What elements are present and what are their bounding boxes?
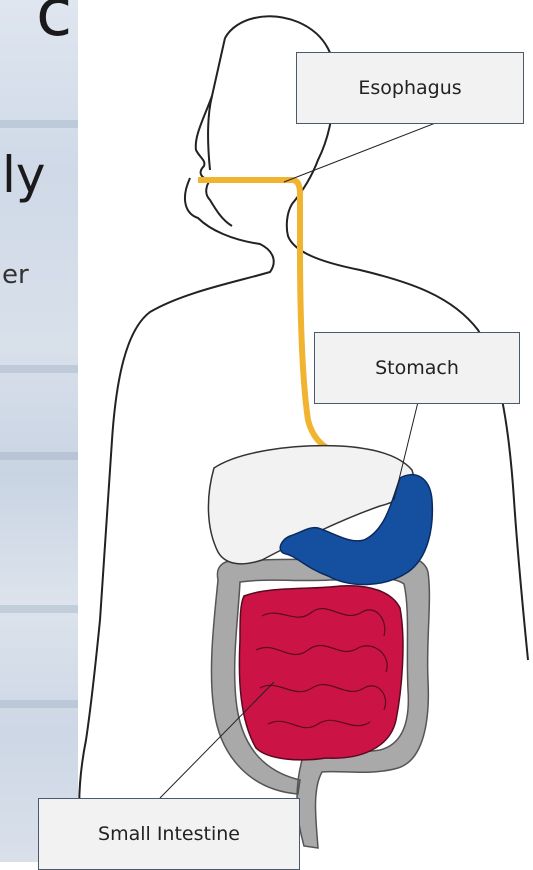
- esophagus-leader-line: [284, 122, 438, 182]
- stomach-label: Stomach: [314, 332, 520, 404]
- face-profile: [196, 96, 232, 226]
- small-intestine-organ: [239, 586, 403, 760]
- esophagus-organ: [198, 180, 330, 450]
- esophagus-label: Esophagus: [296, 52, 524, 124]
- small-intestine-label: Small Intestine: [38, 798, 300, 870]
